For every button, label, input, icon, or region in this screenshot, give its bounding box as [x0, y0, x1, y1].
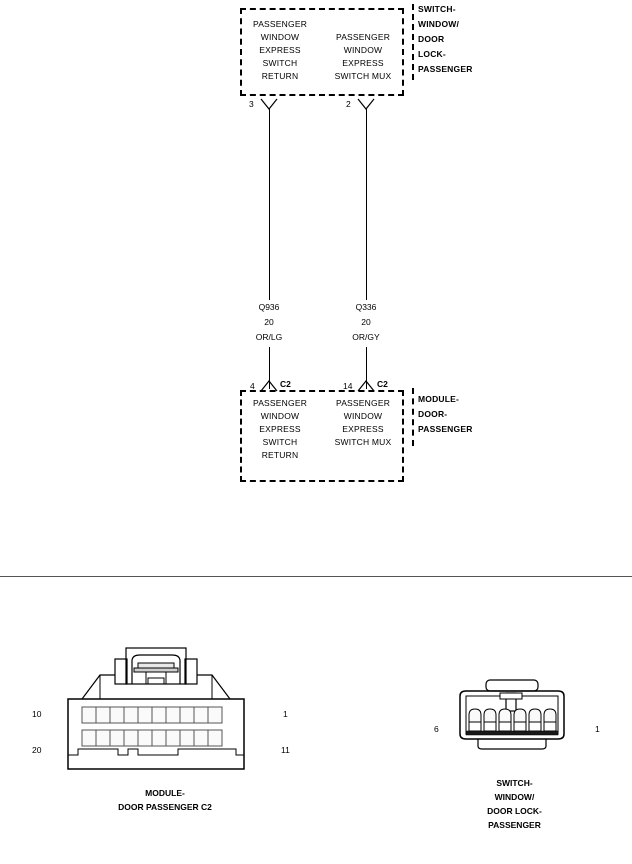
- wire-q936-upper: [269, 109, 270, 300]
- label-line: PASSENGER: [252, 398, 308, 408]
- module-connector-caption: MODULE- DOOR PASSENGER C2: [55, 786, 275, 814]
- caption-line: PASSENGER: [488, 820, 541, 830]
- wire-q336-label: Q336 20 OR/GY: [331, 300, 401, 345]
- caption-line: DOOR LOCK-: [487, 806, 542, 816]
- name-line: MODULE-: [418, 394, 460, 404]
- label-line: SWITCH MUX: [334, 437, 392, 447]
- wire-gauge: 20: [264, 317, 274, 327]
- name-line: LOCK-: [418, 49, 446, 59]
- terminal-symbol-pin-14: [357, 380, 375, 392]
- pin-number-4: 4: [250, 381, 255, 391]
- switch-cavity-label-right: 1: [595, 724, 600, 734]
- pin-number-2: 2: [346, 99, 351, 109]
- wire-color: OR/GY: [352, 332, 380, 342]
- bottom-terminal-4-labels: PASSENGER WINDOW EXPRESS SWITCH RETURN: [244, 397, 316, 462]
- caption-line: DOOR PASSENGER C2: [118, 802, 212, 812]
- bottom-component-outline: [240, 390, 404, 482]
- module-connector-face-drawing: [67, 647, 245, 770]
- label-line: RETURN: [261, 450, 299, 460]
- connector-code-c2-right: C2: [377, 379, 388, 389]
- label-line: PASSENGER: [335, 32, 391, 42]
- wire-q936-lower: [269, 347, 270, 389]
- label-line: SWITCH: [262, 437, 298, 447]
- wire-q936-label: Q936 20 OR/LG: [234, 300, 304, 345]
- terminal-symbol-pin-2: [357, 98, 375, 110]
- label-line: WINDOW: [260, 411, 300, 421]
- label-line: PASSENGER: [252, 19, 308, 29]
- label-line: RETURN: [261, 71, 299, 81]
- switch-connector-caption: SWITCH- WINDOW/ DOOR LOCK- PASSENGER: [452, 776, 577, 832]
- label-line: SWITCH: [262, 58, 298, 68]
- bottom-component-name: MODULE- DOOR- PASSENGER: [418, 392, 473, 437]
- top-component-outline: [240, 8, 404, 96]
- pin-number-3: 3: [249, 99, 254, 109]
- top-terminal-2-labels: PASSENGER WINDOW EXPRESS SWITCH MUX: [325, 31, 401, 83]
- wire-q336-lower: [366, 347, 367, 389]
- bottom-component-bracket: [412, 388, 414, 446]
- label-line: EXPRESS: [342, 58, 384, 68]
- label-line: WINDOW: [343, 45, 383, 55]
- terminal-symbol-pin-4: [260, 380, 278, 392]
- name-line: SWITCH-: [418, 4, 456, 14]
- caption-line: WINDOW/: [494, 792, 535, 802]
- switch-cavity-label-left: 6: [434, 724, 439, 734]
- connector-code-c2-left: C2: [280, 379, 291, 389]
- label-line: WINDOW: [260, 32, 300, 42]
- name-line: DOOR: [418, 34, 445, 44]
- wire-circuit: Q936: [258, 302, 280, 312]
- label-line: WINDOW: [343, 411, 383, 421]
- module-cavity-label-bottom-right: 11: [281, 745, 290, 755]
- top-component-name: SWITCH- WINDOW/ DOOR LOCK- PASSENGER: [418, 2, 473, 77]
- bottom-terminal-14-labels: PASSENGER WINDOW EXPRESS SWITCH MUX: [325, 397, 401, 449]
- wire-color: OR/LG: [255, 332, 283, 342]
- label-line: SWITCH MUX: [334, 71, 392, 81]
- module-cavity-label-top-right: 1: [283, 709, 288, 719]
- section-divider: [0, 576, 632, 577]
- name-line: PASSENGER: [418, 64, 473, 74]
- label-line: EXPRESS: [259, 45, 301, 55]
- module-cavity-label-bottom-left: 20: [32, 745, 42, 755]
- top-terminal-3-labels: PASSENGER WINDOW EXPRESS SWITCH RETURN: [244, 18, 316, 83]
- pin-number-14: 14: [343, 381, 353, 391]
- label-line: EXPRESS: [259, 424, 301, 434]
- switch-connector-face-drawing: [459, 679, 565, 750]
- name-line: WINDOW/: [418, 19, 460, 29]
- name-line: DOOR-: [418, 409, 448, 419]
- label-line: EXPRESS: [342, 424, 384, 434]
- terminal-symbol-pin-3: [260, 98, 278, 110]
- caption-line: MODULE-: [145, 788, 185, 798]
- name-line: PASSENGER: [418, 424, 473, 434]
- top-component-bracket: [412, 4, 414, 80]
- module-cavity-label-top-left: 10: [32, 709, 42, 719]
- caption-line: SWITCH-: [496, 778, 533, 788]
- label-line: PASSENGER: [335, 398, 391, 408]
- wire-gauge: 20: [361, 317, 371, 327]
- wire-q336-upper: [366, 109, 367, 300]
- wire-circuit: Q336: [355, 302, 377, 312]
